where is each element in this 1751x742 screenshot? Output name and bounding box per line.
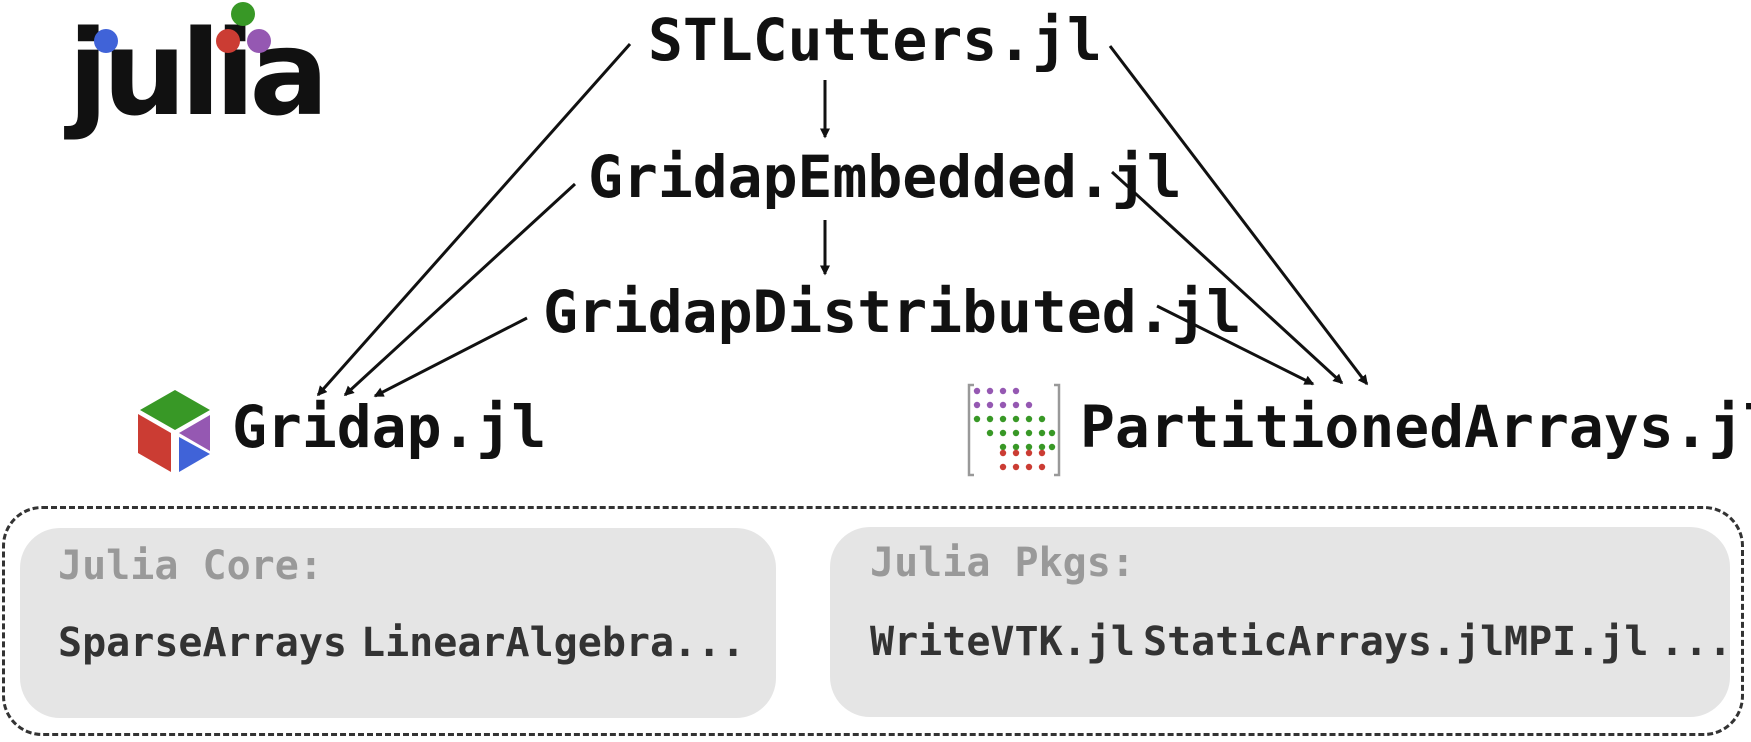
package-gridap-distributed: GridapDistributed.jl	[543, 278, 1242, 346]
matrix-dot	[999, 415, 1007, 423]
matrix-dot	[973, 415, 981, 423]
julia-logo-dot-red	[216, 29, 240, 53]
matrix-dot	[1048, 443, 1056, 451]
matrix-dot	[1012, 449, 1020, 457]
matrix-dot	[1025, 401, 1033, 409]
julia-core-item-more: ...	[673, 620, 746, 666]
gridap-cube-icon	[138, 390, 210, 472]
matrix-dot	[1012, 401, 1020, 409]
julia-core-item-linearalgebra: LinearAlgebra	[361, 620, 675, 666]
matrix-dot	[1012, 443, 1020, 451]
gridap-cube-left	[138, 414, 171, 472]
matrix-right-bracket	[1054, 383, 1061, 477]
matrix-dot	[999, 449, 1007, 457]
matrix-left-bracket	[967, 383, 974, 477]
matrix-dot	[986, 387, 994, 395]
matrix-dot	[1012, 387, 1020, 395]
matrix-dot	[1038, 443, 1046, 451]
matrix-dot	[999, 401, 1007, 409]
matrix-dot	[1048, 429, 1056, 437]
matrix-dot	[1012, 429, 1020, 437]
dependency-arrows	[316, 43, 1369, 398]
arrow-gridapdistributed-to-partitionedarrays	[1156, 304, 1315, 386]
arrow-stlcutters-to-gridap	[316, 43, 632, 397]
matrix-dot	[999, 387, 1007, 395]
matrix-dot	[1025, 449, 1033, 457]
gridap-cube-right-bottom	[179, 437, 210, 472]
julia-pkgs-item-more: ...	[1660, 619, 1733, 665]
julia-pkgs-item-staticarrays: StaticArrays.jl	[1143, 619, 1505, 665]
julia-core-item-sparsearrays: SparseArrays	[58, 620, 347, 666]
package-gridap-embedded: GridapEmbedded.jl	[588, 143, 1182, 211]
julia-core-box	[20, 528, 776, 718]
partitioned-matrix-icon	[967, 383, 1061, 477]
arrow-gridapembedded-to-gridap	[343, 182, 577, 397]
matrix-dot	[973, 401, 981, 409]
matrix-dot	[1025, 443, 1033, 451]
matrix-dot	[1038, 415, 1046, 423]
matrix-dot	[1025, 463, 1033, 471]
julia-logo-dot-purple	[247, 29, 271, 53]
package-stlcutters: STLCutters.jl	[648, 6, 1102, 74]
matrix-dot	[986, 401, 994, 409]
gridap-cube-right-top	[179, 415, 210, 451]
matrix-dot	[1012, 463, 1020, 471]
julia-logo-dot-green	[231, 2, 255, 26]
package-partitioned-arrays: PartitionedArrays.jl	[1080, 393, 1751, 461]
matrix-dot	[999, 429, 1007, 437]
matrix-dot	[1038, 449, 1046, 457]
julia-pkgs-item-writevtk: WriteVTK.jl	[870, 619, 1135, 665]
matrix-dot	[1012, 415, 1020, 423]
matrix-dot	[1038, 463, 1046, 471]
arrow-gridapdistributed-to-gridap	[373, 316, 528, 398]
julia-pkgs-title: Julia Pkgs:	[870, 540, 1135, 586]
arrow-stlcutters-to-partitionedarrays	[1108, 45, 1369, 386]
matrix-dot	[986, 415, 994, 423]
matrix-dot	[999, 443, 1007, 451]
julia-pkgs-box	[830, 527, 1730, 717]
julia-core-title: Julia Core:	[58, 543, 323, 589]
arrow-gridapembedded-to-partitionedarrays	[1110, 170, 1344, 385]
dependencies-frame	[2, 506, 1744, 736]
julia-pkgs-item-mpi: MPI.jl	[1504, 619, 1649, 665]
matrix-dot	[999, 463, 1007, 471]
gridap-cube-top	[140, 390, 210, 430]
matrix-dot	[1025, 429, 1033, 437]
matrix-dot	[973, 387, 981, 395]
matrix-dot	[1038, 429, 1046, 437]
matrix-dot	[1025, 415, 1033, 423]
julia-logo-dot-blue	[94, 29, 118, 53]
package-gridap: Gridap.jl	[232, 393, 547, 461]
matrix-dot	[986, 429, 994, 437]
